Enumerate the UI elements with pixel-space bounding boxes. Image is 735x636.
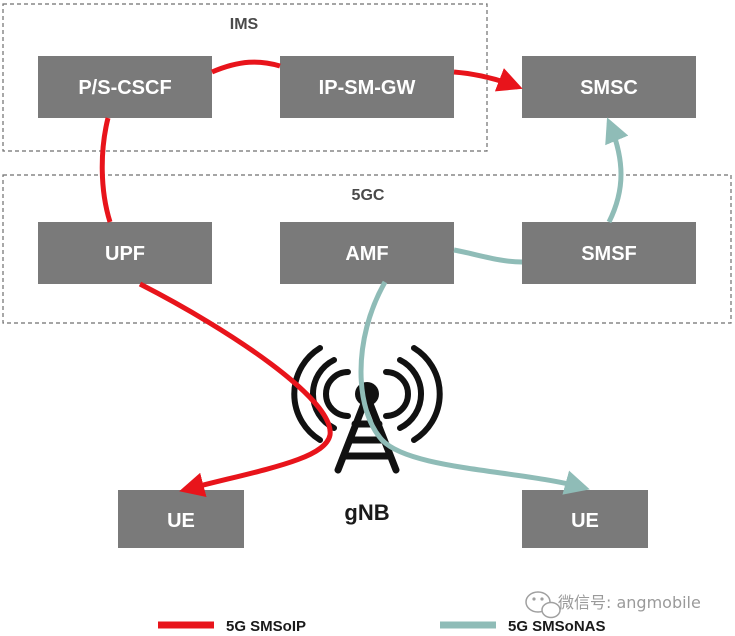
upf-node: UPF (38, 222, 212, 284)
ue-left-label: UE (167, 510, 195, 532)
smsoip-upf-to-pcscf (99, 117, 113, 223)
legend-item-smsonas: 5G SMSoNAS (440, 618, 606, 635)
smsoip-ipsmgw-to-smsc (453, 68, 523, 92)
ipsmgw-node: IP-SM-GW (280, 56, 454, 118)
legend: 5G SMSoIP 5G SMSoNAS (158, 618, 606, 635)
amf-box (280, 222, 454, 284)
ims-group-border (2, 3, 488, 152)
smsonas-amf-to-smsf (453, 247, 523, 265)
watermark-text: 微信号: angmobile (558, 593, 701, 612)
pcscf-box (38, 56, 212, 118)
amf-label: AMF (345, 243, 388, 265)
legend-label-smsoip: 5G SMSoIP (226, 618, 306, 635)
smsf-node: SMSF (522, 222, 696, 284)
smsonas-ue-to-amf (358, 280, 590, 495)
smsf-label: SMSF (581, 243, 637, 265)
amf-node: AMF (280, 222, 454, 284)
ims-group-label: IMS (230, 16, 259, 33)
ue-left-node: UE (118, 490, 244, 548)
pcscf-label: P/S-CSCF (78, 77, 171, 99)
ipsmgw-label: IP-SM-GW (319, 77, 416, 99)
ue-right-label: UE (571, 510, 599, 532)
smsonas-path (358, 117, 629, 495)
legend-item-smsoip: 5G SMSoIP (158, 618, 306, 635)
gnb-label: gNB (344, 500, 389, 525)
ims-group: IMS (2, 3, 488, 152)
ue-left-box (118, 490, 244, 548)
smsc-label: SMSC (580, 77, 638, 99)
smsc-node: SMSC (522, 56, 696, 118)
wechat-icon (525, 591, 561, 619)
radio-tower-icon (291, 345, 443, 474)
smsonas-smsf-to-smsc (605, 117, 629, 224)
smsoip-path (99, 59, 523, 498)
ue-right-node: UE (522, 490, 648, 548)
ue-right-box (522, 490, 648, 548)
smsoip-ue-to-upf (138, 281, 333, 498)
watermark: 微信号: angmobile (525, 591, 701, 619)
smsf-box (522, 222, 696, 284)
core-group-label: 5GC (352, 187, 385, 204)
legend-label-smsonas: 5G SMSoNAS (508, 618, 606, 635)
upf-box (38, 222, 212, 284)
pcscf-node: P/S-CSCF (38, 56, 212, 118)
smsc-box (522, 56, 696, 118)
smsoip-pcscf-to-ipsmgw (211, 59, 281, 75)
ipsmgw-box (280, 56, 454, 118)
upf-label: UPF (105, 243, 145, 265)
